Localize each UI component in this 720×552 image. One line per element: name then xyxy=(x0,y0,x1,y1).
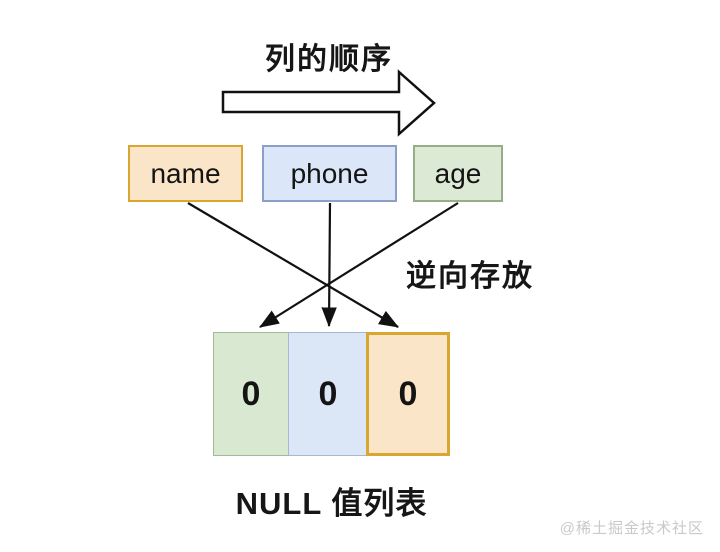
reverse-storage-label: 逆向存放 xyxy=(406,260,534,293)
null-cell-2: 0 xyxy=(288,332,368,456)
null-cell-2-value: 0 xyxy=(318,374,338,413)
null-cell-3-value: 0 xyxy=(398,374,418,413)
column-box-name: name xyxy=(128,145,243,202)
arrow-phone-to-slot2 xyxy=(321,202,337,328)
column-label-name: name xyxy=(150,157,221,189)
block-arrow-right-icon xyxy=(221,69,436,137)
null-cell-1: 0 xyxy=(213,332,289,456)
column-label-age: age xyxy=(434,157,482,189)
column-label-phone: phone xyxy=(290,157,369,189)
arrow-name-to-slot3 xyxy=(187,202,399,328)
null-cell-1-value: 0 xyxy=(241,374,261,413)
column-box-phone: phone xyxy=(262,145,397,202)
column-box-age: age xyxy=(413,145,503,202)
null-list-label: NULL 值列表 xyxy=(235,486,428,521)
watermark: @稀土掘金技术社区 xyxy=(559,520,704,537)
column-order-title: 列的顺序 xyxy=(265,43,393,76)
null-cell-3: 0 xyxy=(366,332,450,456)
